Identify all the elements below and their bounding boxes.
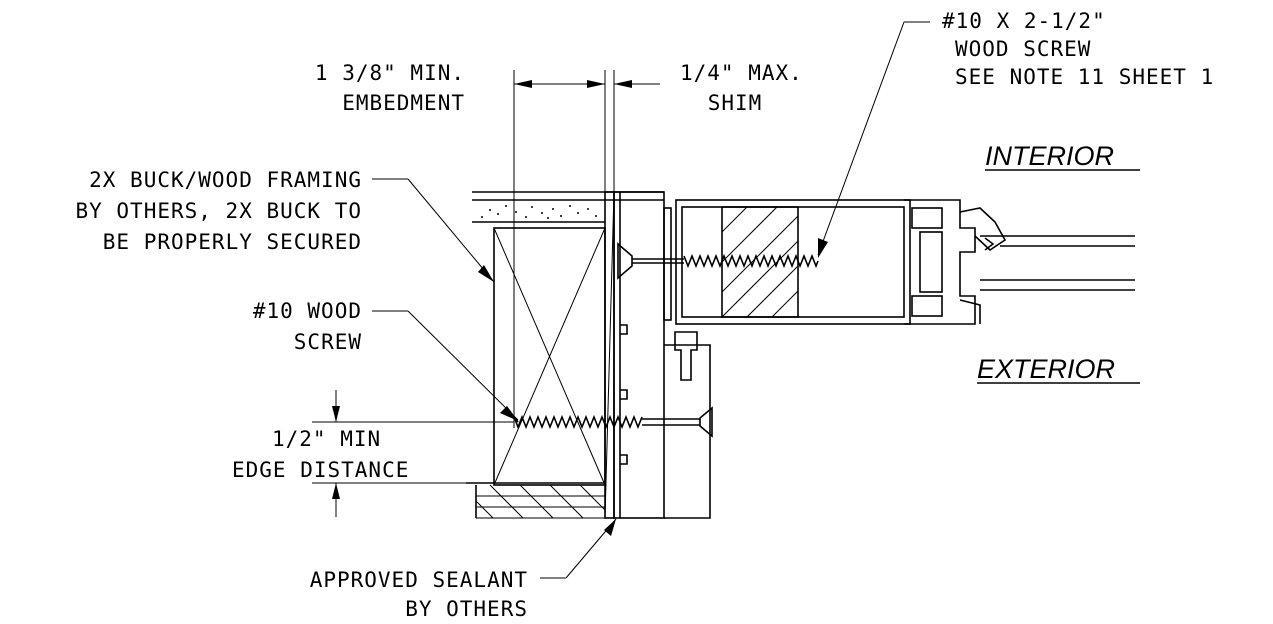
small-screw-label-line2: SCREW [294,330,362,354]
concrete-substrate-bottom [466,482,606,519]
buck-leader [372,178,495,283]
edge-label-line1: 1/2" MIN [272,427,381,451]
sealant-leader [540,518,617,579]
embedment-dimension [513,70,660,428]
small-screw-leader [372,310,519,421]
shim [604,191,615,519]
top-screw-label-line1: #10 X 2-1/2" [942,9,1106,33]
sealant-label-line1: APPROVED SEALANT [310,568,528,592]
exterior-label: EXTERIOR [977,354,1115,384]
wood-screw-lower [513,406,713,438]
buck-label-line3: BE PROPERLY SECURED [103,230,362,254]
wood-buck-framing [493,227,606,486]
buck-label-line2: BY OTHERS, 2X BUCK TO [75,199,362,223]
anchor-clip [663,207,672,321]
concrete-substrate-top [472,191,664,223]
glazing-profile [675,199,1007,325]
embedment-label-line1: 1 3/8" MIN. [315,61,465,85]
embedment-label-line2: EMBEDMENT [342,91,465,115]
top-screw-label-line3: SEE NOTE 11 SHEET 1 [955,65,1214,89]
top-screw-label-line2: WOOD SCREW [955,37,1091,61]
buck-label-line1: 2X BUCK/WOOD FRAMING [89,168,362,192]
shim-label-line1: 1/4" MAX. [680,61,803,85]
edge-distance-dimension [312,390,514,517]
interior-label: INTERIOR [985,141,1114,171]
small-screw-label-line1: #10 WOOD [253,299,362,323]
edge-label-line2: EDGE DISTANCE [232,458,409,482]
sealant-label-line2: BY OTHERS [405,597,528,621]
window-frame-profile [613,191,711,519]
insulated-glass [980,235,1135,291]
top-screw-leader [817,21,930,258]
wood-screw-upper [617,242,819,280]
shim-label-line2: SHIM [708,91,763,115]
